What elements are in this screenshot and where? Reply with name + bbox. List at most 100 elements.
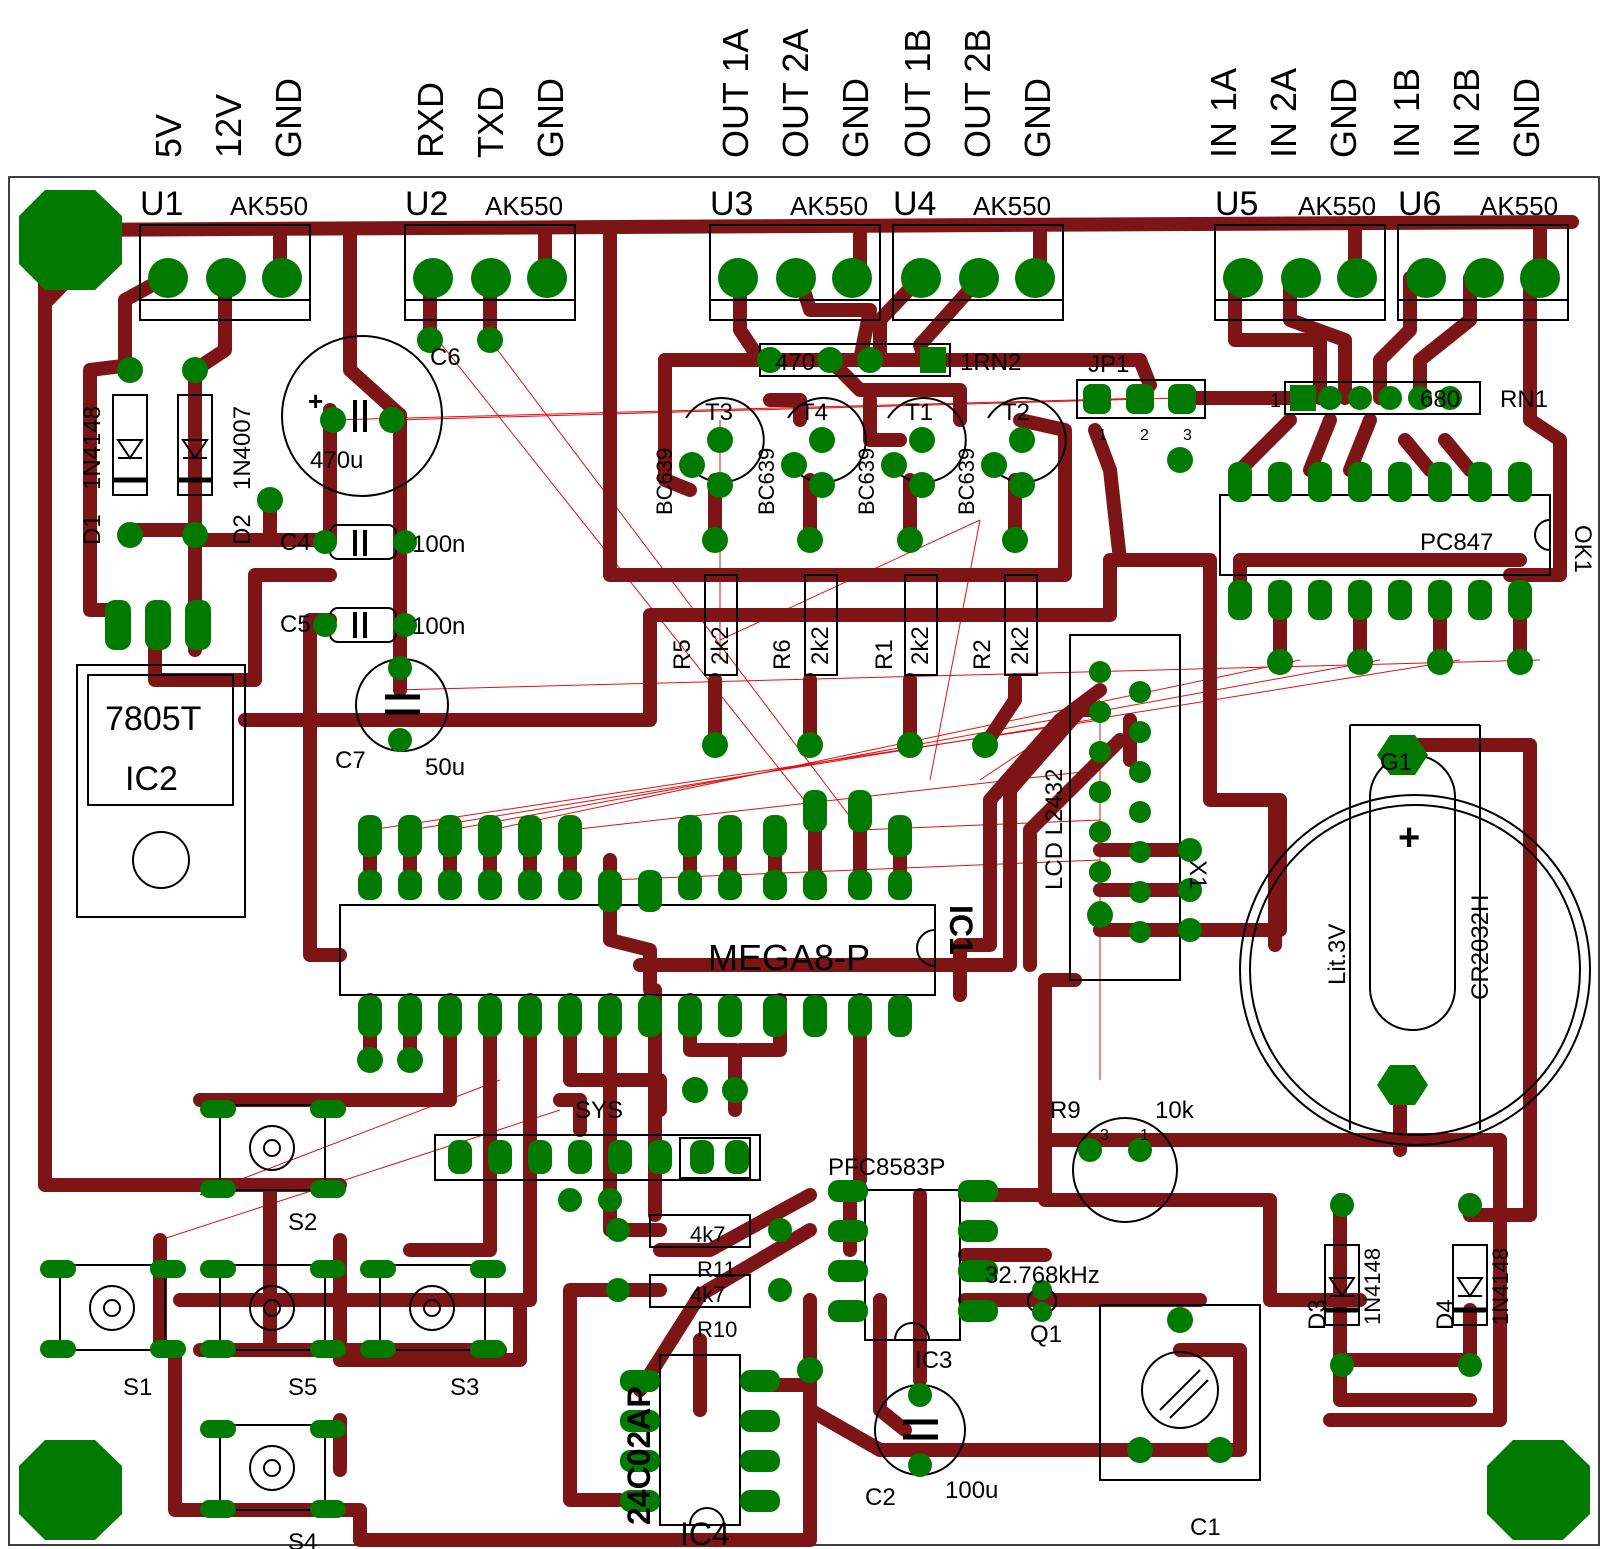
r10-value: 4k7 xyxy=(690,1282,725,1307)
label-5v: 5V xyxy=(148,114,189,158)
t3-value: BC639 xyxy=(652,448,677,515)
c2-value: 100u xyxy=(945,1477,998,1504)
t4-ref: T4 xyxy=(800,399,828,426)
label-gnd: GND xyxy=(835,78,876,158)
label-gnd: GND xyxy=(1323,78,1364,158)
ic2-ref: IC2 xyxy=(125,760,178,798)
t4-value: BC639 xyxy=(754,448,779,515)
r1-value: 2k2 xyxy=(907,626,934,665)
rn1-ref: RN1 xyxy=(1500,386,1548,413)
u3-value: AK550 xyxy=(790,191,868,221)
label-out2b: OUT 2B xyxy=(957,29,998,158)
ok1-value: PC847 xyxy=(1420,529,1493,556)
label-rxd: RXD xyxy=(410,82,451,158)
r9-pin1: 1 xyxy=(1140,1127,1149,1144)
jp1-pin-2: 2 xyxy=(1140,427,1149,444)
u6-ref: U6 xyxy=(1398,185,1441,223)
r9-ref: R9 xyxy=(1050,1097,1081,1124)
d1-value: 1N4148 xyxy=(79,406,106,490)
c6-value: 470u xyxy=(310,447,363,474)
d4-value: 1N4148 xyxy=(1488,1248,1513,1325)
t1-ref: T1 xyxy=(905,399,933,426)
label-out1a: OUT 1A xyxy=(715,29,756,158)
r1-ref: R1 xyxy=(871,639,898,670)
g1-plus: + xyxy=(1398,817,1420,859)
diode-symbols xyxy=(113,400,1487,1440)
rn1-value: 680 xyxy=(1420,386,1460,413)
jp1-pin-3: 3 xyxy=(1183,427,1192,444)
label-12v: 12V xyxy=(208,94,249,158)
t1-value: BC639 xyxy=(854,448,879,515)
g1-type: Lit.3V xyxy=(1324,924,1351,985)
q1-value: 32.768kHz xyxy=(985,1262,1100,1289)
c6-ref: C6 xyxy=(430,344,461,371)
u5-ref: U5 xyxy=(1215,185,1258,223)
label-in1a: IN 1A xyxy=(1203,68,1244,158)
silkscreen xyxy=(59,224,1591,1526)
s2-ref: S2 xyxy=(288,1209,317,1236)
g1-ref: G1 xyxy=(1380,749,1412,776)
d3-value: 1N4148 xyxy=(1360,1248,1385,1325)
lcd-ref: LCD L2432 xyxy=(1041,769,1068,890)
u6-value: AK550 xyxy=(1480,191,1558,221)
label-in2a: IN 2A xyxy=(1263,68,1304,158)
label-gnd: GND xyxy=(1506,78,1547,158)
ic1-ref: IC1 xyxy=(943,905,979,955)
s5-ref: S5 xyxy=(288,1374,317,1401)
ic1-value: MEGA8-P xyxy=(708,937,870,978)
jp1-ref: JP1 xyxy=(1088,351,1129,378)
ic4-value: 24C02AP xyxy=(621,1386,657,1525)
r9-pin3: 3 xyxy=(1100,1127,1109,1144)
r6-value: 2k2 xyxy=(807,626,834,665)
s4-ref: S4 xyxy=(288,1529,317,1549)
r11-ref: R11 xyxy=(697,1257,736,1282)
c2-ref: C2 xyxy=(865,1484,896,1511)
label-gnd: GND xyxy=(530,78,571,158)
r5-ref: R5 xyxy=(669,639,696,670)
r6-ref: R6 xyxy=(769,639,796,670)
u4-ref: U4 xyxy=(893,185,936,223)
label-out2a: OUT 2A xyxy=(775,29,816,158)
d4-ref: D4 xyxy=(1432,1299,1459,1330)
d1-ref: D1 xyxy=(79,514,106,545)
u1-ref: U1 xyxy=(140,185,183,223)
u2-value: AK550 xyxy=(485,191,563,221)
c7-value: 50u xyxy=(425,754,465,781)
s1-ref: S1 xyxy=(123,1374,152,1401)
ic3-value: PFC8583P xyxy=(828,1154,945,1181)
mounting-hole-top-left xyxy=(19,190,122,290)
c5-value: 100n xyxy=(412,613,465,640)
r5-value: 2k2 xyxy=(707,626,734,665)
t2-ref: T2 xyxy=(1002,399,1030,426)
c6-plus: + xyxy=(308,386,323,416)
ic3-ref: IC3 xyxy=(915,1347,952,1374)
lcd-value: X1 xyxy=(1184,860,1211,889)
d3-ref: D3 xyxy=(1304,1299,1331,1330)
c1-ref: C1 xyxy=(1190,1514,1221,1541)
label-gnd: GND xyxy=(268,78,309,158)
jp1-pin-1: 1 xyxy=(1098,427,1107,444)
label-in2b: IN 2B xyxy=(1446,68,1487,158)
c7-ref: C7 xyxy=(335,747,366,774)
r10-ref: R10 xyxy=(697,1317,737,1342)
t3-ref: T3 xyxy=(705,399,733,426)
c5-ref: C5 xyxy=(280,611,311,638)
c4-value: 100n xyxy=(412,531,465,558)
u5-value: AK550 xyxy=(1298,191,1376,221)
u1-value: AK550 xyxy=(230,191,308,221)
label-out1b: OUT 1B xyxy=(897,29,938,158)
ic4-ref: IC4 xyxy=(680,1516,730,1549)
s3-ref: S3 xyxy=(450,1374,479,1401)
pads xyxy=(19,190,1590,1540)
c4-ref: C4 xyxy=(280,529,311,556)
r11-value: 4k7 xyxy=(690,1222,725,1247)
mounting-hole-bottom-left xyxy=(19,1440,122,1540)
t2-value: BC639 xyxy=(954,448,979,515)
sys-ref: SYS xyxy=(575,1097,623,1124)
ic2-value: 7805T xyxy=(105,700,201,738)
u4-value: AK550 xyxy=(973,191,1051,221)
q1-ref: Q1 xyxy=(1030,1321,1062,1348)
r2-value: 2k2 xyxy=(1007,626,1034,665)
label-txd: TXD xyxy=(470,86,511,158)
